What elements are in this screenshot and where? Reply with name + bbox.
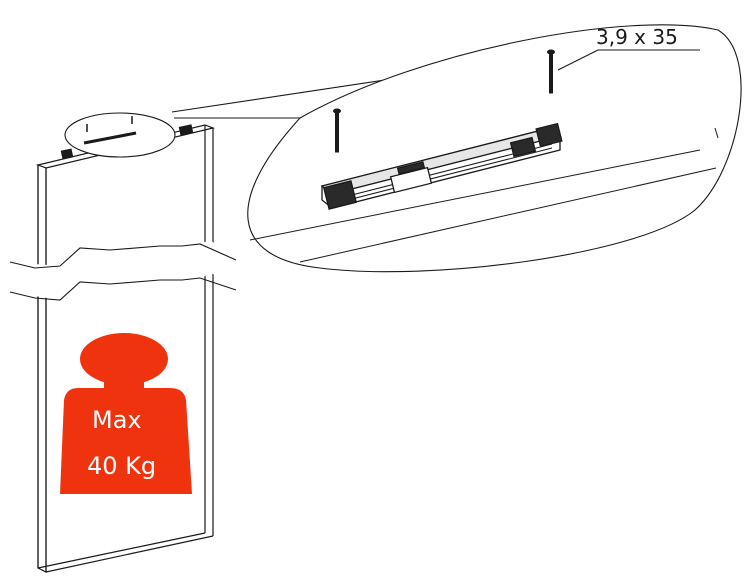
detail-circle-small [64,112,176,158]
soft-close-mechanism [320,122,563,210]
screw-left [333,108,341,153]
weight-label-value: 40 Kg [87,452,156,480]
screw-size-label: 3,9 x 35 [596,25,678,49]
break-mark [9,240,237,301]
screw-label-leader [557,49,700,71]
weight-body [60,388,192,494]
weight-icon: Max 40 Kg [60,333,192,494]
weight-handle [80,333,168,385]
screw-right [547,49,555,94]
door-top-hardware [60,124,194,160]
weight-label-max: Max [92,406,142,434]
